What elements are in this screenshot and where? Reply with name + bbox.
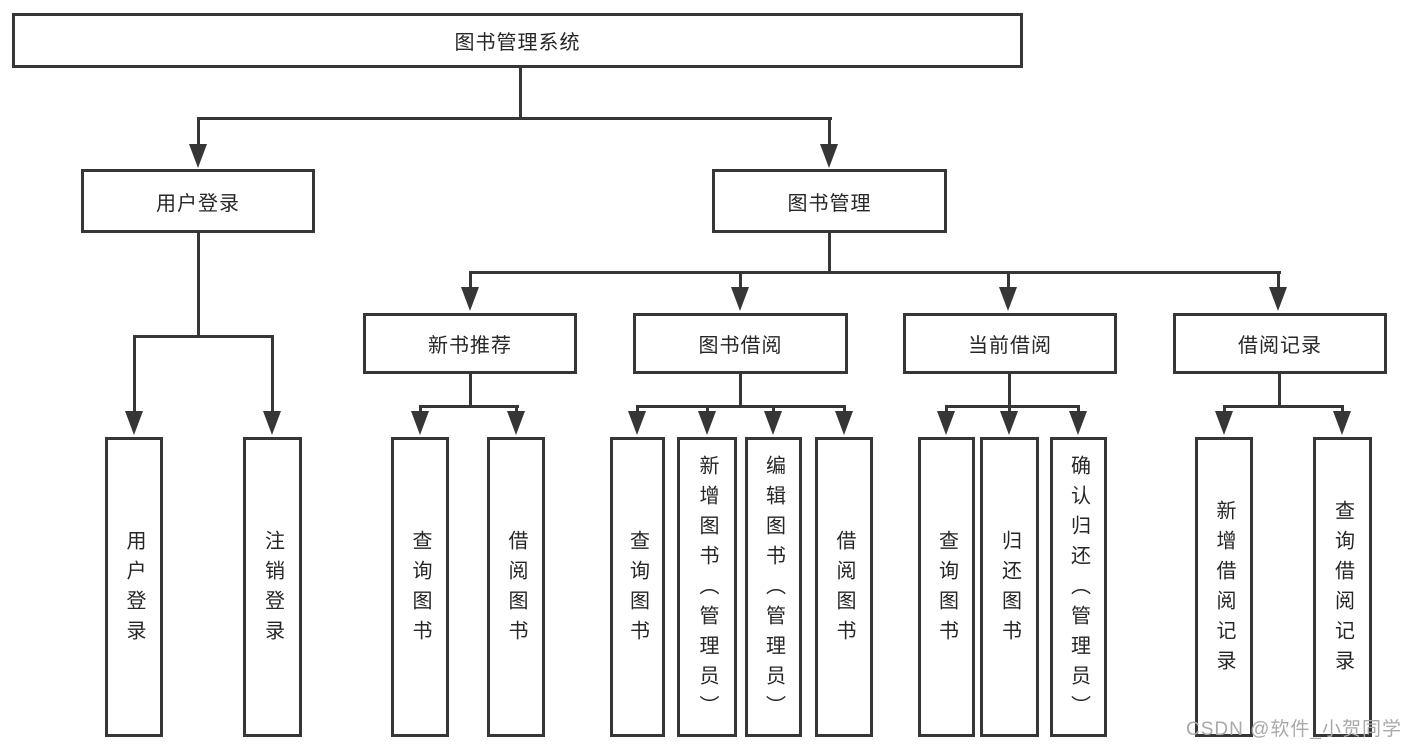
node-borrow-book-leaf: 借阅图书 [815,437,873,737]
node-borrow-records: 借阅记录 [1173,313,1387,374]
connector-line [133,335,274,338]
arrowhead-icon [1333,411,1351,435]
node-book-borrow: 图书借阅 [633,313,848,374]
arrowhead-icon [999,287,1017,311]
arrowhead-icon [263,411,281,435]
arrowhead-icon [411,411,429,435]
connector-line [197,233,200,338]
connector-line [945,405,948,416]
node-logout-leaf: 注销登录 [243,437,302,737]
arrowhead-icon [507,411,525,435]
connector-line [706,405,709,416]
arrowhead-icon [628,411,646,435]
connector-line [1278,373,1281,408]
connector-line [945,405,1080,408]
node-new-book-recommend: 新书推荐 [363,313,577,374]
connector-line [271,335,274,414]
arrowhead-icon [835,411,853,435]
node-library-system: 图书管理系统 [12,13,1023,68]
arrowhead-icon [125,411,143,435]
node-user-login: 用户登录 [81,169,315,233]
node-confirm-return-admin: 确认归还（管理员） [1050,437,1107,737]
node-query-books-current: 查询图书 [918,437,975,737]
node-user-login-leaf: 用户登录 [105,437,163,737]
arrowhead-icon [937,411,955,435]
connector-line [197,117,832,120]
connector-line [515,405,518,416]
connector-line [519,68,522,120]
connector-line [739,373,742,408]
node-return-book: 归还图书 [980,437,1039,737]
connector-line [739,271,742,291]
connector-line [1277,271,1280,291]
connector-line [828,117,831,147]
node-add-book-admin: 新增图书（管理员） [677,437,737,737]
node-edit-book-admin: 编辑图书（管理员） [745,437,802,737]
connector-line [133,335,136,414]
connector-line [469,271,1281,274]
node-query-borrow-record: 查询借阅记录 [1313,437,1372,737]
node-add-borrow-record: 新增借阅记录 [1195,437,1253,737]
csdn-watermark: CSDN @软件_小贺同学 [1186,719,1402,740]
connector-line [636,405,639,416]
arrowhead-icon [698,411,716,435]
node-query-books-borrow: 查询图书 [610,437,665,737]
arrowhead-icon [1269,287,1287,311]
node-borrow-books-recommend: 借阅图书 [487,437,545,737]
arrowhead-icon [461,287,479,311]
node-book-management: 图书管理 [712,169,947,233]
connector-line [469,271,472,291]
connector-line [1008,405,1011,416]
connector-line [1007,271,1010,291]
arrowhead-icon [189,144,207,168]
node-query-books-recommend: 查询图书 [391,437,449,737]
connector-line [772,405,775,416]
arrowhead-icon [1000,411,1018,435]
node-current-borrow: 当前借阅 [903,313,1117,374]
arrowhead-icon [731,287,749,311]
connector-line [419,405,422,416]
connector-line [828,233,831,274]
connector-line [636,405,846,408]
connector-line [1077,405,1080,416]
connector-line [197,117,200,147]
arrowhead-icon [820,144,838,168]
arrowhead-icon [764,411,782,435]
connector-line [843,405,846,416]
connector-line [1008,373,1011,408]
arrowhead-icon [1215,411,1233,435]
connector-line [419,405,519,408]
connector-line [1341,405,1344,416]
connector-line [1223,405,1344,408]
connector-line [469,373,472,408]
connector-line [1223,405,1226,416]
arrowhead-icon [1069,411,1087,435]
